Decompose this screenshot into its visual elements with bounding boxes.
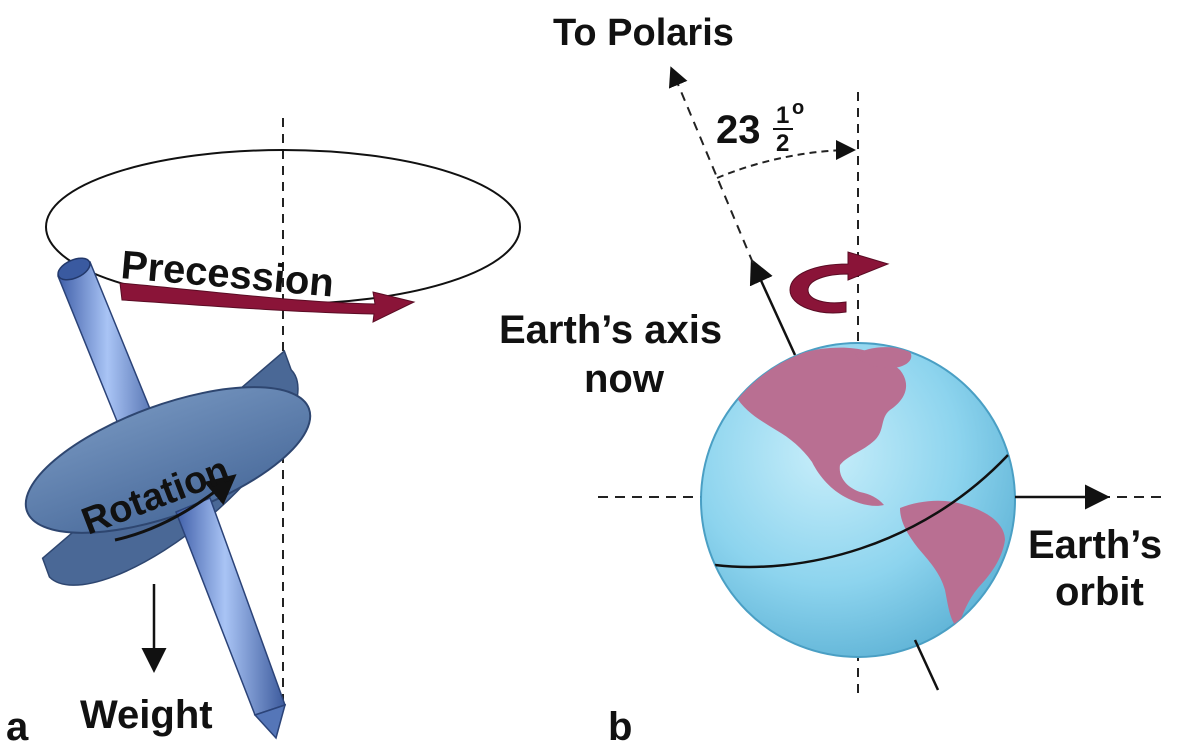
earth-axis-label-line1: Earth’s axis: [499, 308, 722, 352]
earth-orbit-label-line1: Earth’s: [1028, 523, 1162, 567]
tilt-angle-denominator: 2: [776, 130, 789, 157]
earth-axis-label-line2: now: [584, 357, 665, 401]
panel-a-letter: a: [6, 705, 29, 745]
rod-tip: [253, 703, 287, 740]
tilt-angle-numerator: 1: [776, 102, 789, 129]
earth-axis-upper: [749, 258, 797, 356]
earth-axis-lower: [913, 639, 940, 691]
rod-lower: [175, 497, 286, 716]
polaris-dashed-axis: [668, 66, 754, 264]
panel-b: To Polaris 23 1 2 o Earth’s axis now Ear…: [499, 12, 1165, 745]
south-america-landmass: [900, 500, 1005, 628]
equator-line: [714, 454, 1009, 569]
to-polaris-label: To Polaris: [553, 12, 734, 54]
tilt-angle-whole: 23: [716, 108, 761, 152]
panel-a: Precession Rotation Weight a: [6, 118, 521, 745]
tilt-angle-degree: o: [792, 97, 804, 119]
spin-arrow: [789, 251, 890, 314]
panel-b-letter: b: [608, 705, 632, 745]
earth-orbit-label-line2: orbit: [1055, 570, 1144, 614]
rotation-arrow: [114, 474, 237, 542]
earth-globe: [700, 342, 1016, 658]
north-america-landmass: [735, 347, 907, 506]
precession-arrow: [119, 282, 416, 323]
tilt-angle-arc: [716, 140, 856, 179]
weight-label: Weight: [80, 693, 213, 737]
